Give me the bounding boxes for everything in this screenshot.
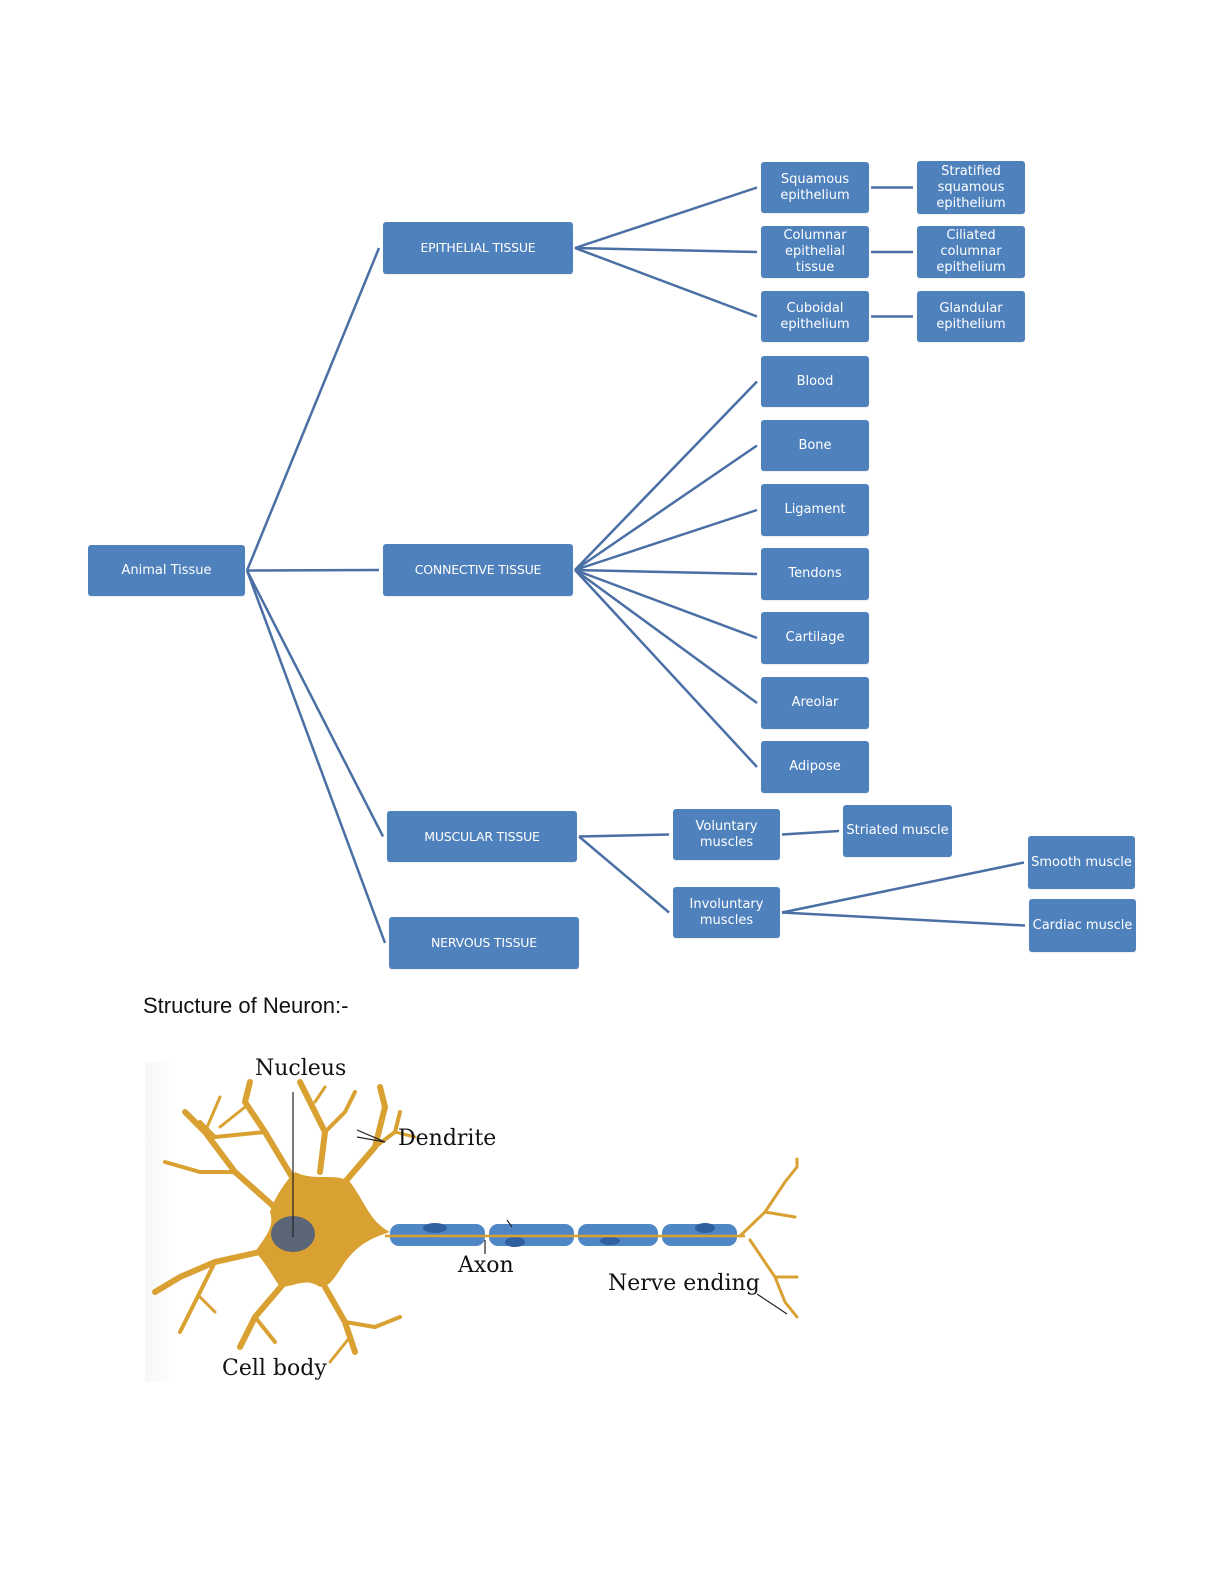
edge-muscular-voluntary bbox=[578, 833, 670, 838]
node-muscular: MUSCULAR TISSUE bbox=[387, 811, 577, 862]
cell-body bbox=[255, 1172, 390, 1287]
edge-connective-cartilage bbox=[574, 568, 758, 640]
node-striated: Striated muscle bbox=[843, 805, 952, 857]
label-nerve-ending: Nerve ending bbox=[608, 1271, 760, 1296]
node-glandular: Glandular epithelium bbox=[917, 291, 1025, 342]
edge-animal-connective bbox=[246, 568, 380, 572]
edge-connective-tendons bbox=[574, 568, 758, 576]
node-squamous: Squamous epithelium bbox=[761, 162, 869, 213]
edge-muscular-involuntary bbox=[578, 835, 670, 914]
node-areolar: Areolar bbox=[761, 677, 869, 729]
node-adipose: Adipose bbox=[761, 741, 869, 793]
neuron-section-title: Structure of Neuron:- bbox=[143, 993, 349, 1018]
label-cell-body: Cell body bbox=[222, 1356, 327, 1381]
node-nervous: NERVOUS TISSUE bbox=[389, 917, 579, 969]
node-cuboidal: Cuboidal epithelium bbox=[761, 291, 869, 342]
node-columnar: Columnar epithelial tissue bbox=[761, 226, 869, 278]
node-involuntary: Involuntary muscles bbox=[673, 887, 780, 938]
node-stratified: Stratified squamous epithelium bbox=[917, 161, 1025, 214]
node-voluntary: Voluntary muscles bbox=[673, 809, 780, 860]
leader-lines bbox=[292, 1092, 788, 1315]
edge-connective-ligament bbox=[574, 508, 758, 572]
node-blood: Blood bbox=[761, 356, 869, 407]
edge-animal-muscular bbox=[245, 569, 385, 838]
edge-involuntary-smooth bbox=[781, 861, 1025, 914]
tree-connector-lines bbox=[245, 186, 1026, 944]
edge-animal-nervous bbox=[245, 570, 387, 944]
edge-connective-blood bbox=[574, 380, 758, 571]
edge-epithelial-cuboidal bbox=[574, 246, 758, 318]
node-smooth: Smooth muscle bbox=[1028, 836, 1135, 889]
edge-connective-areolar bbox=[574, 568, 758, 705]
node-epithelial: EPITHELIAL TISSUE bbox=[383, 222, 573, 274]
edge-connective-bone bbox=[574, 444, 758, 572]
edge-involuntary-cardiac bbox=[781, 911, 1026, 927]
node-cartilage: Cartilage bbox=[761, 612, 869, 664]
node-connective: CONNECTIVE TISSUE bbox=[383, 544, 573, 596]
node-cardiac: Cardiac muscle bbox=[1029, 899, 1136, 952]
edge-animal-epithelial bbox=[245, 247, 381, 571]
neuron-figure: Nucleus Dendrite Axon Nerve ending Cell … bbox=[145, 1056, 805, 1382]
node-ciliated: Ciliated columnar epithelium bbox=[917, 226, 1025, 278]
neuron-illustration bbox=[152, 1079, 799, 1364]
edge-connective-adipose bbox=[574, 569, 758, 768]
edge-epithelial-columnar bbox=[574, 246, 758, 254]
node-tendons: Tendons bbox=[761, 548, 869, 600]
edge-epithelial-squamous bbox=[574, 186, 758, 250]
node-bone: Bone bbox=[761, 420, 869, 471]
nerve-endings bbox=[738, 1157, 799, 1319]
edge-voluntary-striated bbox=[781, 829, 840, 836]
label-dendrite: Dendrite bbox=[398, 1126, 497, 1151]
label-nucleus: Nucleus bbox=[255, 1056, 347, 1081]
dendrites bbox=[152, 1079, 417, 1364]
node-animal: Animal Tissue bbox=[88, 545, 245, 596]
node-ligament: Ligament bbox=[761, 484, 869, 536]
label-axon: Axon bbox=[458, 1253, 514, 1278]
